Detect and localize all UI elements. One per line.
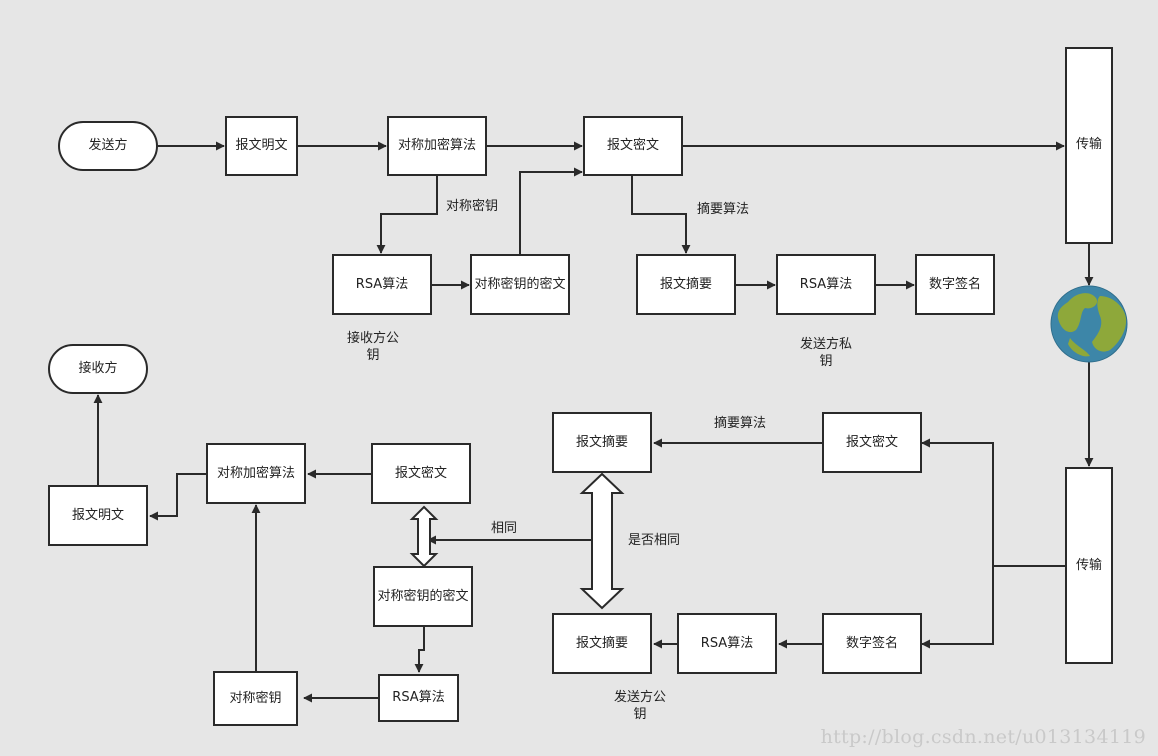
label-sender-pubkey-line2: 钥 [633,707,647,722]
label-same: 相同 [491,521,518,536]
rsa-box-bottom-left: RSA算法 [378,674,459,722]
signature-box-top: 数字签名 [915,254,995,315]
globe-icon [1050,285,1128,363]
arrow-symkey-to-rsa [376,176,438,254]
rsa-box-top-right: RSA算法 [776,254,876,315]
rsa-box-bottom-right: RSA算法 [677,613,777,674]
label-receiver-pubkey-line2: 钥 [366,348,380,363]
sym-encrypt-box-bottom: 对称加密算法 [206,443,306,504]
arrow-keycipher-to-rsa-bottom [414,627,425,673]
arrow-symalg-to-plaintext [149,473,207,521]
watermark-text: http://blog.csdn.net/u013134119 [820,726,1146,748]
label-sender-privkey-line2: 钥 [819,354,833,369]
label-sender-privkey-line1: 发送方私 [799,337,852,352]
label-sym-key: 对称密钥 [446,199,499,214]
sym-key-box: 对称密钥 [213,671,298,726]
digest-box-bottom-top: 报文摘要 [552,412,652,473]
signature-box-bottom: 数字签名 [822,613,922,674]
sym-key-cipher-box-bottom: 对称密钥的密文 [373,566,473,627]
double-arrow-compare-digest [579,472,625,610]
digest-box-top: 报文摘要 [636,254,736,315]
double-arrow-cipher-keycipher [409,505,439,568]
rsa-box-top-left: RSA算法 [332,254,432,315]
plaintext-box-top: 报文明文 [225,116,298,176]
transfer-box-top: 传输 [1065,47,1113,244]
plaintext-box-bottom: 报文明文 [48,485,148,546]
arrow-split-to-cipher [921,438,994,566]
transfer-box-bottom: 传输 [1065,467,1113,664]
digest-box-bottom-low: 报文摘要 [552,613,652,674]
arrow-split-to-signature [921,566,994,649]
ciphertext-box-bottom-right: 报文密文 [822,412,922,473]
receiver-node: 接收方 [48,344,148,394]
label-sender-pubkey-line1: 发送方公 [613,690,666,705]
arrow-keycipher-to-cipher [519,167,583,254]
ciphertext-box-top: 报文密文 [583,116,683,176]
ciphertext-box-bottom-left: 报文密文 [371,443,471,504]
arrow-cipher-to-digest [631,176,691,254]
label-is-same: 是否相同 [628,533,681,548]
label-receiver-pubkey: 接收方公 钥 [343,330,403,364]
label-receiver-pubkey-line1: 接收方公 [346,331,399,346]
sender-node: 发送方 [58,121,158,171]
sym-key-cipher-box-top: 对称密钥的密文 [470,254,570,315]
label-digest-alg-bottom: 摘要算法 [714,416,767,431]
label-sender-privkey: 发送方私 钥 [796,336,856,370]
label-sender-pubkey: 发送方公 钥 [610,689,670,723]
sym-encrypt-box-top: 对称加密算法 [387,116,487,176]
label-digest-alg-top: 摘要算法 [697,202,750,217]
